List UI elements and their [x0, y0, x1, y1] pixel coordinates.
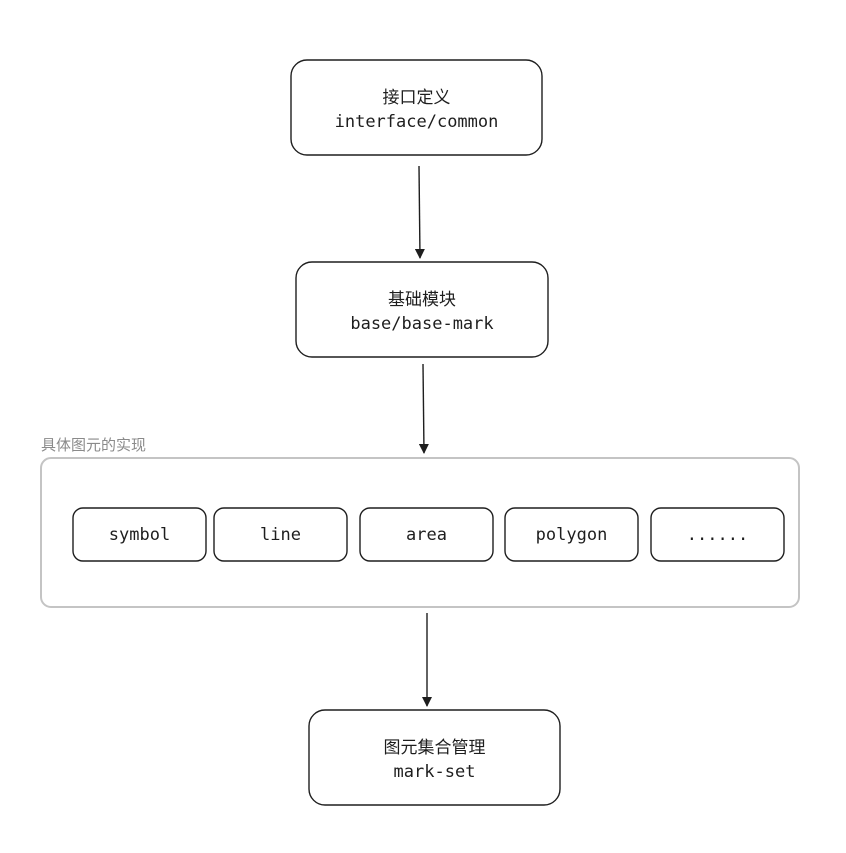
mark-item-polygon: polygon — [504, 507, 639, 562]
group-marks: 具体图元的实现 symbol line area polygon ...... — [40, 436, 800, 608]
mark-item-label: area — [406, 525, 447, 545]
mark-item-area: area — [359, 507, 494, 562]
mark-item-line: line — [213, 507, 348, 562]
node-interface-box — [290, 59, 543, 156]
mark-item-box — [650, 507, 785, 562]
node-markset-title: 图元集合管理 — [384, 738, 486, 758]
node-markset-code: mark-set — [394, 762, 476, 782]
mark-item-label: polygon — [536, 525, 608, 545]
node-base-box — [295, 261, 549, 358]
mark-item-label: symbol — [109, 525, 170, 545]
node-base: 基础模块 base/base-mark — [295, 261, 549, 358]
node-markset-box — [308, 709, 561, 806]
mark-item-label: line — [260, 525, 301, 545]
mark-item-symbol: symbol — [72, 507, 207, 562]
mark-item-box — [504, 507, 639, 562]
mark-item-more: ...... — [650, 507, 785, 562]
node-interface: 接口定义 interface/common — [290, 59, 543, 156]
node-interface-code: interface/common — [335, 112, 499, 132]
edge-base-to-group — [418, 363, 429, 454]
node-interface-title: 接口定义 — [383, 88, 451, 108]
node-markset: 图元集合管理 mark-set — [308, 709, 561, 806]
node-base-code: base/base-mark — [350, 314, 493, 334]
node-base-title: 基础模块 — [388, 290, 456, 310]
mark-item-box — [72, 507, 207, 562]
edge-interface-to-base — [414, 165, 425, 259]
mark-item-box — [213, 507, 348, 562]
mark-item-box — [359, 507, 494, 562]
mark-item-label: ...... — [687, 525, 748, 545]
group-label: 具体图元的实现 — [41, 436, 146, 454]
